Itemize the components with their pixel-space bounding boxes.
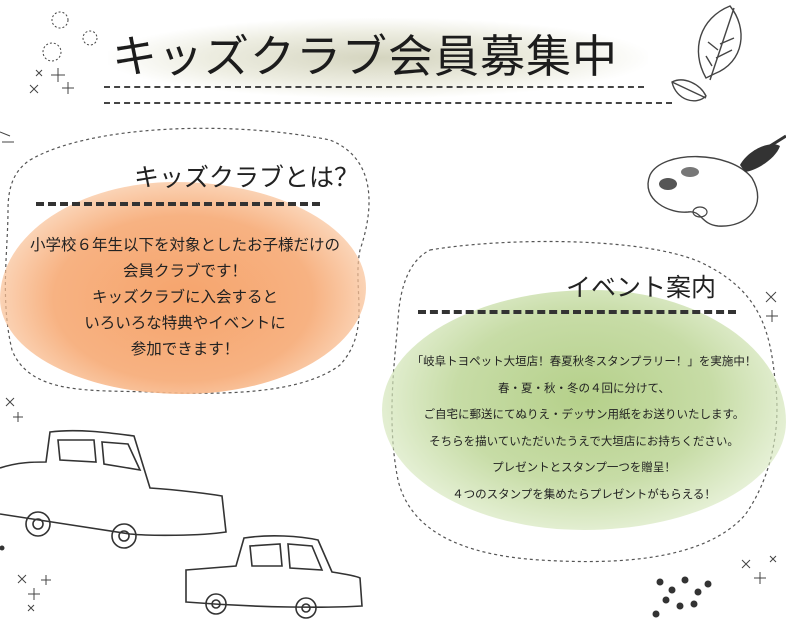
about-heading: キッズクラブとは？ (134, 163, 360, 192)
about-line: 会員クラブです！ (122, 262, 247, 280)
dots-decoration (0, 545, 712, 618)
event-text: 「岐阜トヨペット大垣店！春夏秋冬スタンプラリー！」を実施中！ 春・夏・秋・冬の４… (382, 348, 786, 507)
title-highlight (108, 18, 648, 98)
event-line: 春・夏・秋・冬の４回に分けて、 (498, 380, 670, 395)
title-underline (104, 86, 644, 88)
event-highlight (382, 290, 786, 530)
about-heading-underline (36, 202, 320, 206)
about-line: キッズクラブに入会すると (91, 288, 278, 306)
event-line: ４つのスタンプを集めたらプレゼントがもらえる！ (452, 486, 716, 501)
about-line: 参加できます！ (130, 340, 240, 358)
about-highlight (0, 182, 366, 394)
event-line: そちらを描いていただいたうえで大垣店にお持ちください。 (429, 433, 739, 448)
sparkle-doodle-left (0, 131, 51, 612)
about-line: いろいろな特典やイベントに (84, 314, 286, 332)
car-illustration-2 (185, 535, 363, 619)
event-line: ご自宅に郵送にてぬりえ・デッサン用紙をお送りいたします。 (423, 407, 745, 421)
sparkle-doodle (29, 11, 98, 94)
event-heading-underline (418, 310, 736, 314)
leaf-illustration (671, 5, 742, 102)
sparkle-doodle-right (741, 291, 778, 584)
event-line: 「岐阜トヨペット大垣店！春夏秋冬スタンプラリー！」を実施中！ (411, 354, 757, 368)
title-underline-2 (104, 102, 672, 104)
car-illustration (0, 429, 227, 549)
about-line: 小学校６年生以下を対象としたお子様だけの (29, 236, 340, 254)
event-heading: イベント案内 (566, 273, 717, 302)
event-line: プレゼントとスタンプ一つを贈呈！ (492, 460, 676, 474)
page-title: キッズクラブ会員募集中 (112, 30, 619, 83)
palette-illustration (647, 134, 786, 227)
about-text: 小学校６年生以下を対象としたお子様だけの 会員クラブです！ キッズクラブに入会す… (0, 232, 370, 362)
